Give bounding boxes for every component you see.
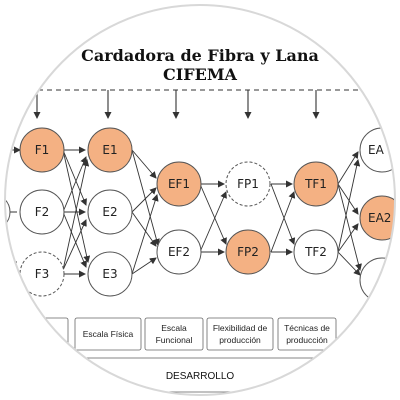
node-TF2: TF2 <box>293 229 339 275</box>
circular-frame <box>4 4 396 396</box>
node-EA1: EA <box>359 127 395 173</box>
box-tecnicas-label-1: Técnicas de <box>284 323 330 333</box>
node-F3: F3 <box>19 251 65 297</box>
box-escala-fisica-label: Escala Física <box>83 329 134 339</box>
node-TF2-label: TF2 <box>304 245 327 259</box>
node-EF1: EF1 <box>156 161 202 207</box>
node-F1-label: F1 <box>35 143 50 157</box>
node-F3-label: F3 <box>35 267 50 281</box>
title-line-1: Cardadora de Fibra y Lana <box>81 46 319 65</box>
node-E1-label: E1 <box>102 143 117 157</box>
node-E2-label: E2 <box>102 205 117 219</box>
node-FP2-label: FP2 <box>237 245 259 259</box>
node-EA3 <box>359 257 395 303</box>
footer-bar: DESARROLLO <box>39 357 371 393</box>
node-FP1-label: FP1 <box>237 177 259 191</box>
box-tecnicas: Técnicas de producción <box>277 317 337 351</box>
node-E2: E2 <box>87 189 133 235</box>
node-FP2: FP2 <box>225 229 271 275</box>
node-EF1-label: EF1 <box>168 177 190 191</box>
node-EA1-label: EA <box>368 143 385 157</box>
box-escala-funcional-label-1: Escala <box>161 323 187 333</box>
box-escala-funcional-label-2: Funcional <box>156 335 193 345</box>
title-line-2: CIFEMA <box>163 65 237 84</box>
footer-label: DESARROLLO <box>166 371 235 382</box>
node-EA2-label: EA2 <box>368 211 391 225</box>
box-escala-funcional: Escala Funcional <box>144 317 204 351</box>
box-tecnicas-label-2: producción <box>286 335 328 345</box>
node-E3-label: E3 <box>102 267 117 281</box>
node-TF1-label: TF1 <box>304 177 327 191</box>
node-F1: F1 <box>19 127 65 173</box>
box-flexibilidad-label-1: Flexibilidad de <box>213 323 268 333</box>
node-E3: E3 <box>87 251 133 297</box>
node-EF2-label: EF2 <box>168 245 190 259</box>
node-E1: E1 <box>87 127 133 173</box>
box-flexibilidad: Flexibilidad de producción <box>206 317 274 351</box>
box-escala-fisica: Escala Física <box>74 317 142 351</box>
node-left-partial-1 <box>5 193 11 231</box>
box-partial-left <box>19 317 69 351</box>
box-flexibilidad-label-2: producción <box>219 335 261 345</box>
node-EF2: EF2 <box>156 229 202 275</box>
node-TF1: TF1 <box>293 161 339 207</box>
node-FP1: FP1 <box>225 161 271 207</box>
node-F2-label: F2 <box>35 205 50 219</box>
node-F2: F2 <box>19 189 65 235</box>
